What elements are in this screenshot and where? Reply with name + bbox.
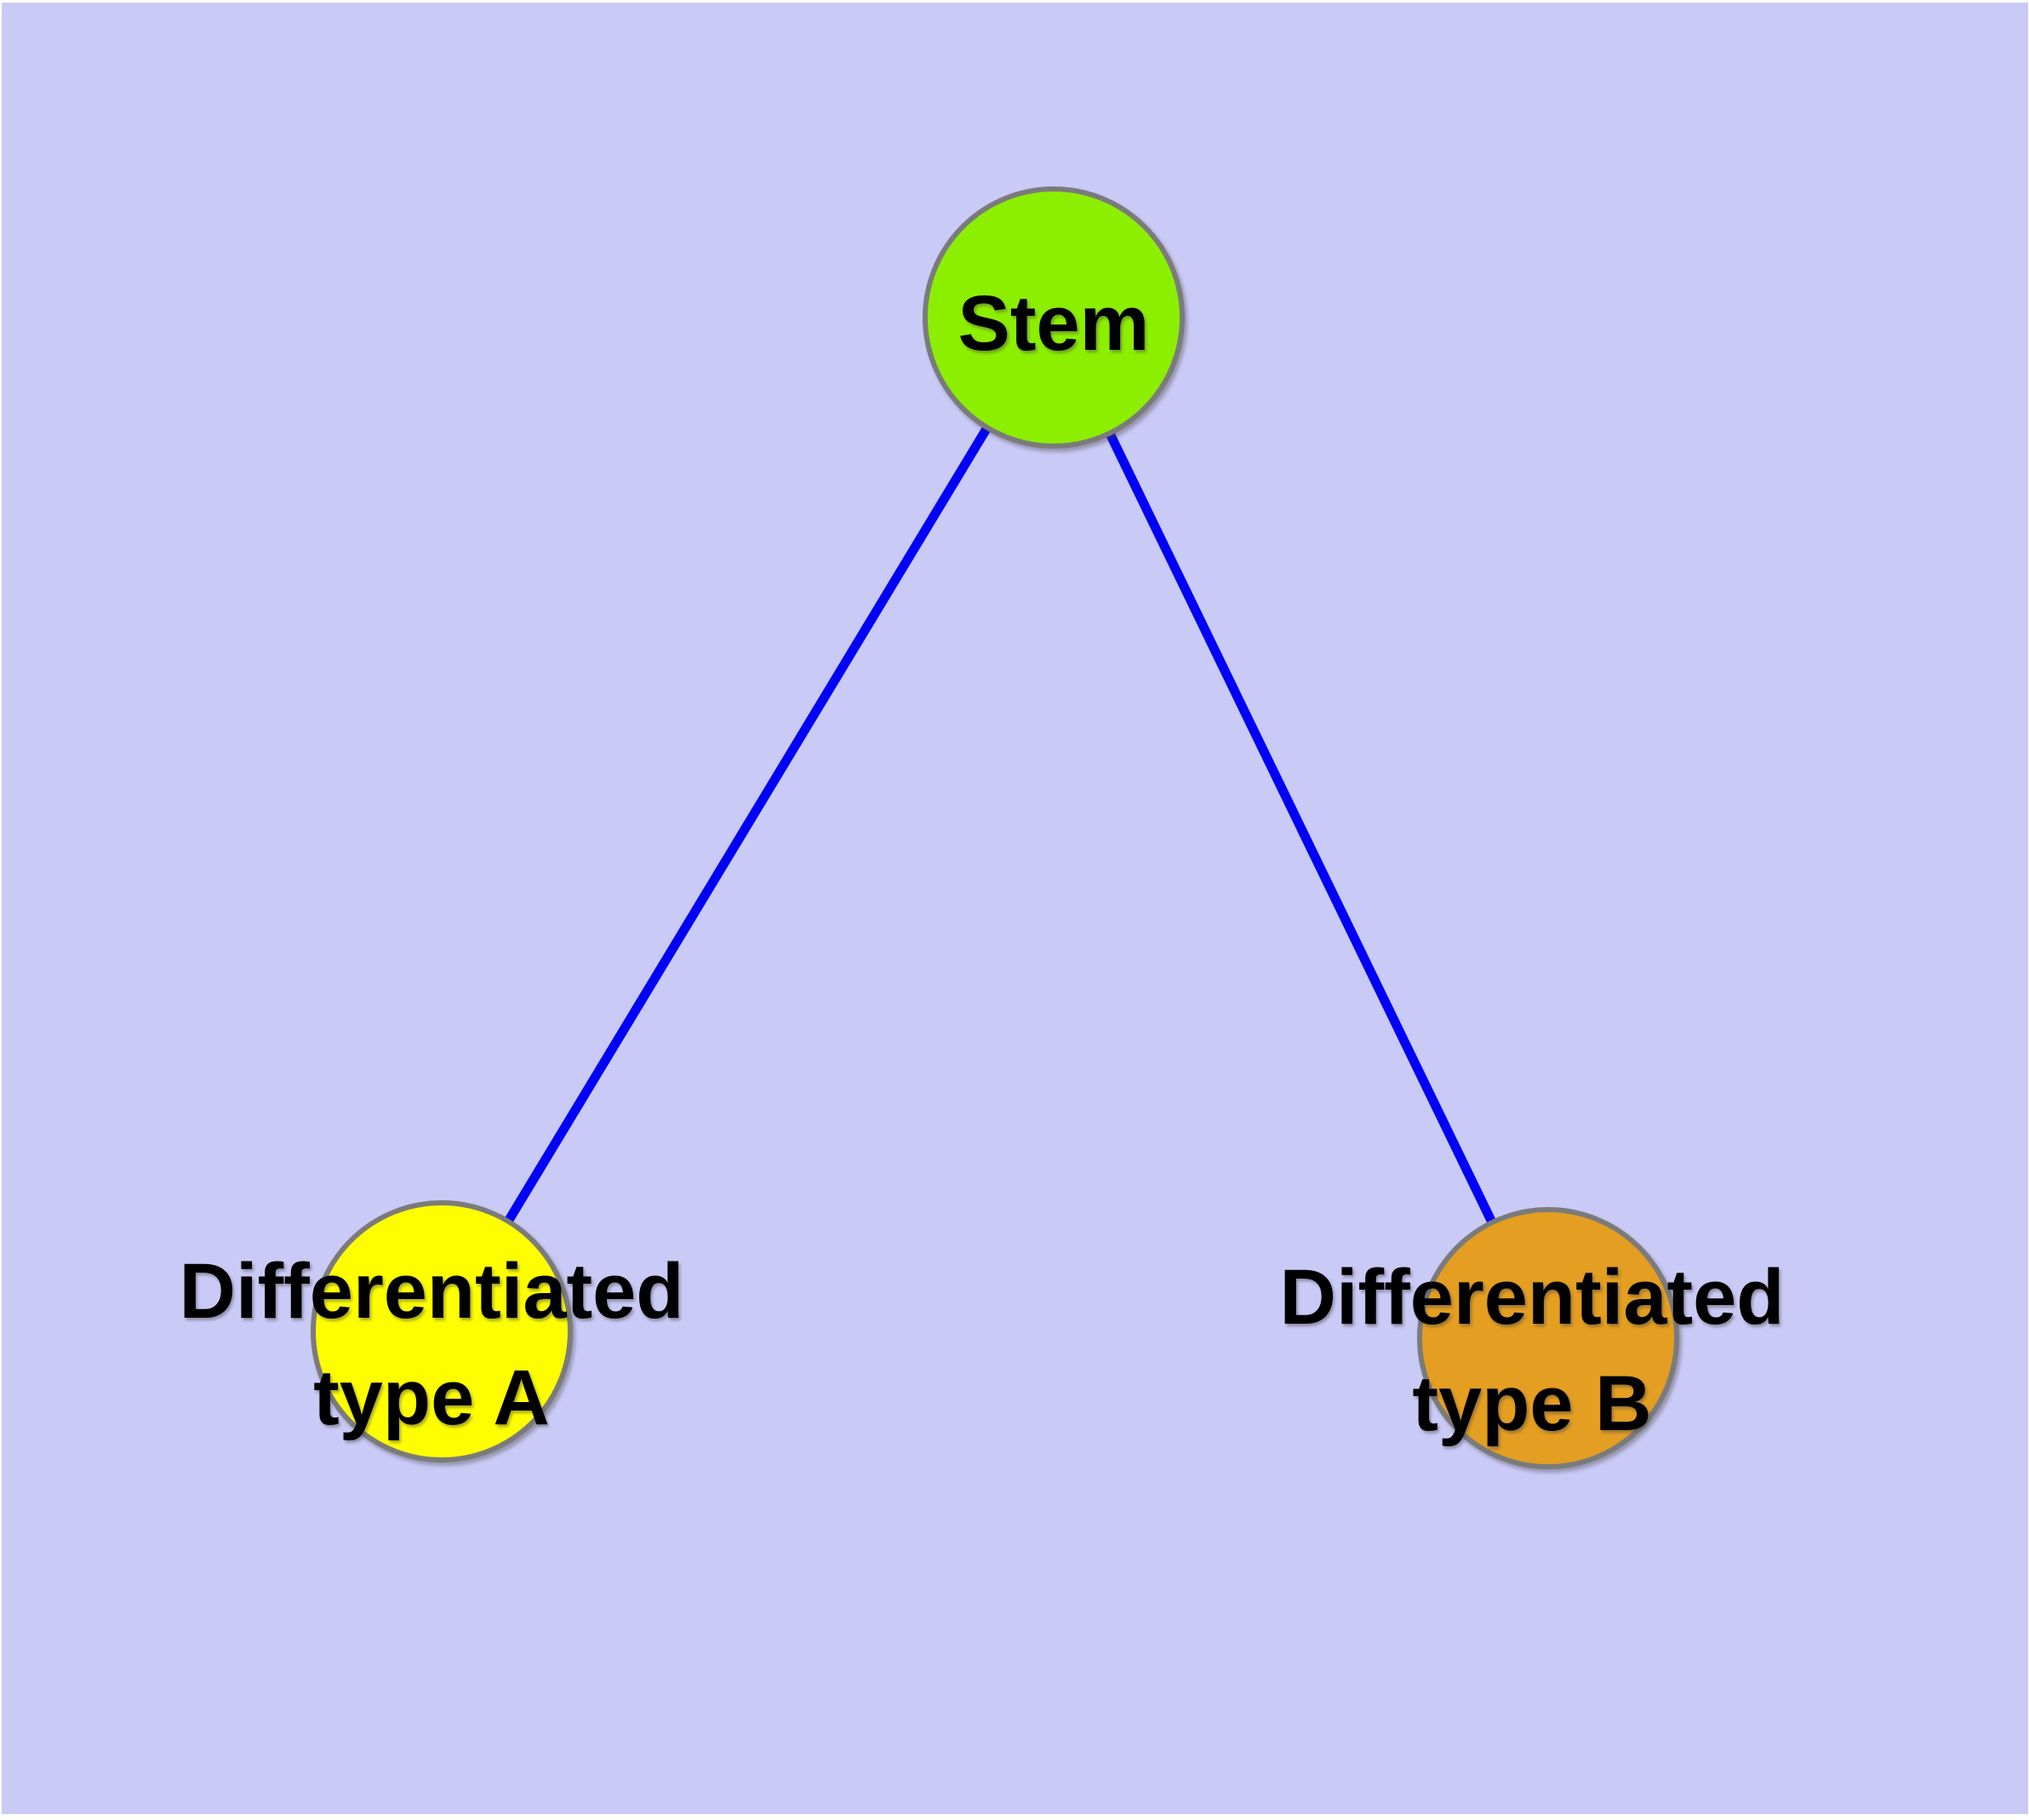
- differentiated-type-b-circle: [1417, 1207, 1679, 1469]
- differentiated-type-b-label-line2: type B: [1412, 1360, 1651, 1447]
- node-differentiated-type-a: Differentiated type A: [180, 1200, 684, 1462]
- edge-stem-to-type-a: [437, 315, 1058, 1334]
- stem-node-label: Stem: [958, 280, 1150, 367]
- differentiated-type-b-label-line1: Differentiated: [1280, 1254, 1785, 1341]
- edge-stem-to-type-b: [1049, 315, 1552, 1341]
- stem-node-circle: [923, 186, 1185, 449]
- differentiated-type-a-label-line2: type A: [313, 1354, 550, 1441]
- node-stem: Stem: [923, 186, 1185, 449]
- differentiated-type-a-label-line1: Differentiated: [180, 1248, 684, 1335]
- edges: [437, 315, 1552, 1341]
- differentiated-type-a-circle: [311, 1200, 573, 1462]
- node-differentiated-type-b: Differentiated type B: [1280, 1207, 1785, 1469]
